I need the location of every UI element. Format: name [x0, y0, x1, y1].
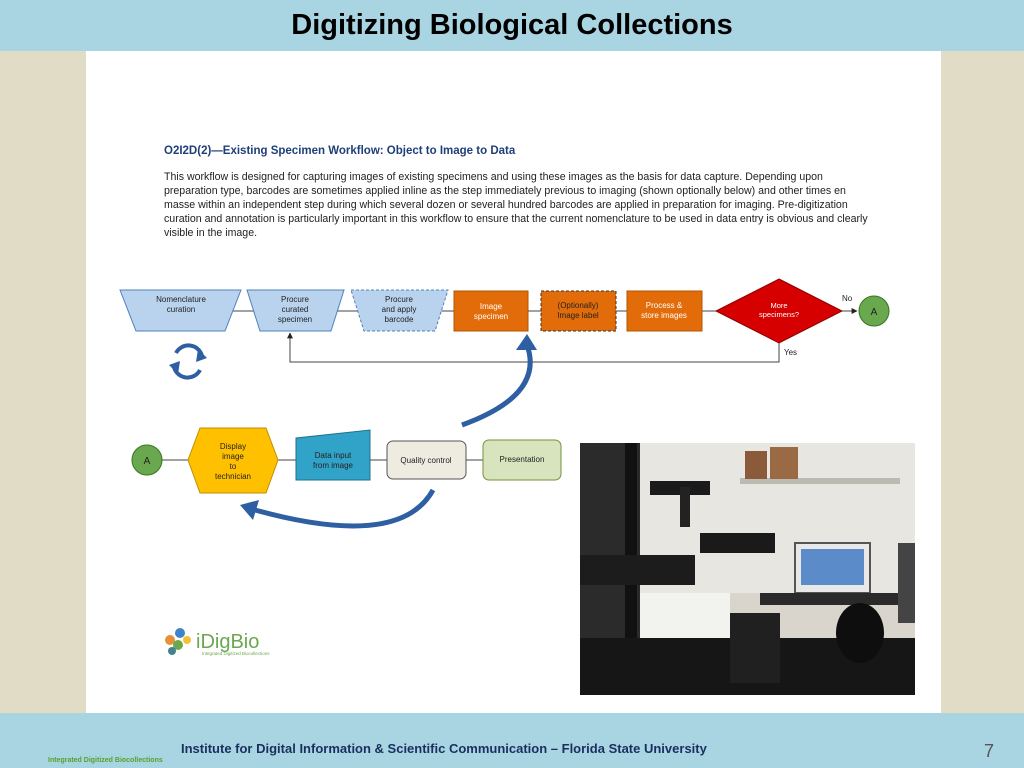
- workflow-description: This workflow is designed for capturing …: [164, 171, 868, 239]
- node-process-store-images: Process & store images: [626, 290, 703, 332]
- quality-control-label: Quality control: [400, 456, 451, 465]
- node-data-input: Data input from image: [295, 429, 371, 481]
- node-quality-control: Quality control: [386, 440, 467, 480]
- connector-a-top-label: A: [871, 307, 878, 318]
- procure-curated-line-3: specimen: [278, 315, 312, 324]
- node-procure-curated-specimen: Procure curated specimen: [246, 289, 345, 332]
- footer-logo-tagline: Integrated Digitized Biocollections: [48, 757, 163, 764]
- display-image-line-1: Display: [220, 442, 246, 451]
- curved-arrow-down: [240, 488, 436, 529]
- display-image-line-2: image: [222, 452, 244, 461]
- process-store-line-1: Process &: [646, 301, 683, 310]
- title-bar: Digitizing Biological Collections: [0, 0, 1024, 51]
- display-image-line-3: to: [230, 462, 237, 471]
- footer-bar: [0, 713, 1024, 768]
- imaging-station-illustration: [580, 443, 915, 695]
- procure-curated-line-1: Procure: [281, 295, 310, 304]
- presentation-label: Presentation: [500, 455, 545, 464]
- more-specimens-line-1: More: [770, 301, 787, 310]
- image-label-line-1: (Optionally): [558, 301, 599, 310]
- procure-curated-line-2: curated: [282, 305, 309, 314]
- process-store-line-2: store images: [641, 311, 687, 320]
- connector-a-top: A: [858, 295, 890, 327]
- curved-arrow-up: [461, 334, 537, 428]
- procure-barcode-line-1: Procure: [385, 295, 414, 304]
- image-specimen-line-1: Image: [480, 302, 503, 311]
- node-display-image: Display image to technician: [187, 427, 279, 494]
- connector-a-bottom-label: A: [144, 456, 151, 467]
- workflow-heading: O2I2D(2)—Existing Specimen Workflow: Obj…: [164, 145, 516, 157]
- node-procure-apply-barcode: Procure and apply barcode: [350, 289, 449, 332]
- more-specimens-line-2: specimens?: [759, 310, 799, 319]
- data-input-line-1: Data input: [315, 451, 352, 460]
- node-image-label: (Optionally) Image label: [540, 290, 617, 332]
- display-image-line-4: technician: [215, 472, 251, 481]
- connector-a-bottom: A: [131, 444, 163, 476]
- image-label-line-2: Image label: [557, 311, 599, 320]
- slide-title: Digitizing Biological Collections: [291, 9, 733, 41]
- node-presentation: Presentation: [482, 439, 562, 481]
- row1-connectors: [230, 308, 858, 363]
- nomenclature-line-1: Nomenclature: [156, 295, 206, 304]
- data-input-line-2: from image: [313, 461, 354, 470]
- imaging-station-photo: [580, 443, 915, 695]
- node-more-specimens-decision: More specimens?: [714, 278, 844, 344]
- footer-institution-text: Institute for Digital Information & Scie…: [181, 741, 707, 756]
- nomenclature-line-2: curation: [167, 305, 195, 314]
- image-specimen-line-2: specimen: [474, 312, 508, 321]
- cycle-arrows-icon: [169, 343, 207, 380]
- node-image-specimen: Image specimen: [453, 290, 529, 332]
- inner-idigbio-logo: iDigBio: [165, 628, 259, 655]
- inner-logo-wordmark: iDigBio: [196, 631, 259, 653]
- procure-barcode-line-3: barcode: [385, 315, 414, 324]
- inner-logo-tagline: Integrated Digitized Biocollections: [202, 651, 270, 656]
- node-nomenclature-curation: Nomenclature curation: [119, 289, 242, 332]
- edge-label-yes: Yes: [784, 348, 797, 357]
- page-number: 7: [984, 741, 995, 761]
- edge-label-no: No: [842, 294, 853, 303]
- procure-barcode-line-2: and apply: [382, 305, 417, 314]
